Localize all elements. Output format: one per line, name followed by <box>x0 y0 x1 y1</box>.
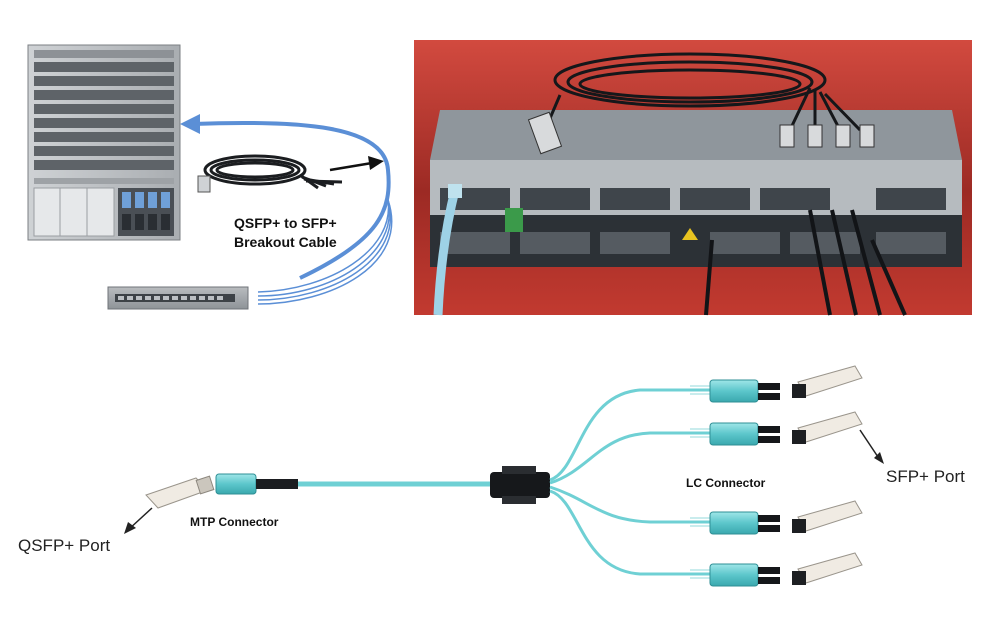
switch-photo <box>414 40 972 316</box>
arrow-to-chassis-icon <box>180 114 200 134</box>
qsfp-transceiver-icon <box>145 475 215 509</box>
pointer-arrow-icon <box>874 452 884 464</box>
black-arrow-icon <box>329 156 384 172</box>
pointer-arrow-icon <box>124 522 136 534</box>
mtp-breakout-cable <box>145 385 710 579</box>
coiled-cable-icon <box>203 154 343 190</box>
breakout-cable-label-line1: QSFP+ to SFP+ <box>234 215 337 231</box>
qsfp-port-label: QSFP+ Port <box>18 536 111 555</box>
lc-connector-label: LC Connector <box>686 476 766 490</box>
chassis-switch <box>27 44 181 241</box>
lc-connector-icon <box>709 379 780 403</box>
lc-connector-icon <box>709 422 780 446</box>
sfp-port-label: SFP+ Port <box>886 467 965 486</box>
lc-connector-icon <box>709 563 780 587</box>
breakout-cable-label: QSFP+ to SFP+ Breakout Cable <box>234 214 337 252</box>
mtp-connector-label: MTP Connector <box>190 515 279 529</box>
sfp-transceiver-group <box>792 365 863 585</box>
lc-connector-icon <box>709 511 780 535</box>
breakout-cable-label-line2: Breakout Cable <box>234 234 337 250</box>
access-switch <box>107 286 249 310</box>
sfp-transceiver-icon <box>792 365 863 398</box>
qsfp-plug-icon <box>197 175 211 193</box>
sfp-transceiver-icon <box>792 411 863 444</box>
sfp-transceiver-icon <box>792 500 863 533</box>
mtp-connector-icon <box>215 473 257 495</box>
sfp-transceiver-icon <box>792 552 863 585</box>
breakout-cable-path <box>191 120 393 305</box>
lc-connector-group <box>709 379 780 587</box>
